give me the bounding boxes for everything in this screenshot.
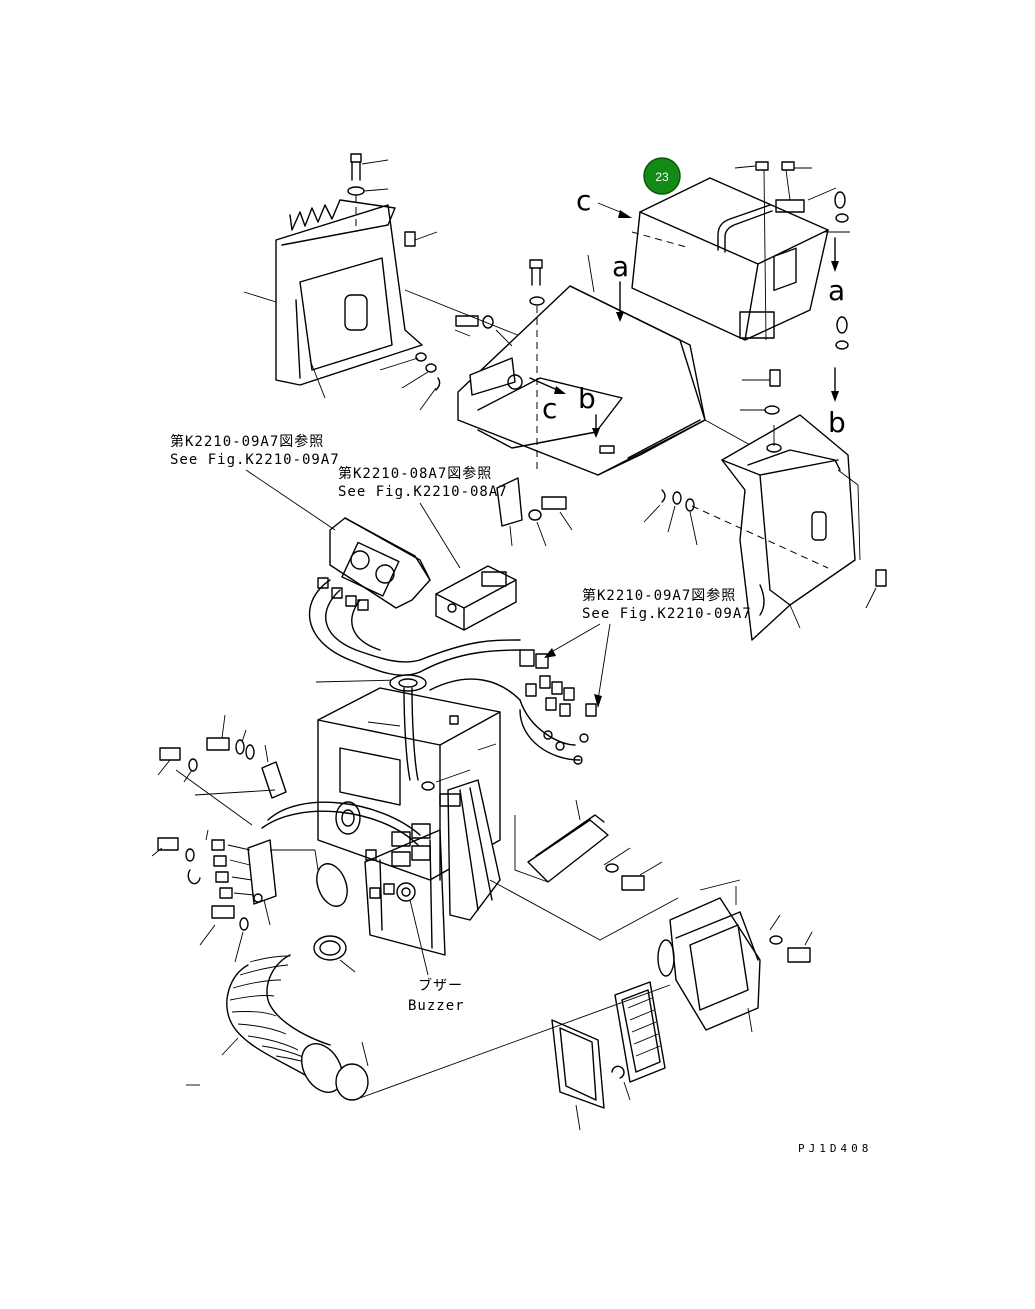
badge: 23	[643, 157, 681, 195]
callout-letter-a-mid: a	[612, 250, 629, 283]
flex-hose	[186, 863, 369, 1101]
right-side-cover	[643, 369, 887, 641]
main-housing	[317, 674, 501, 976]
drawing-code: PJ1D408	[798, 1142, 872, 1155]
left-bolt-cluster	[151, 714, 421, 963]
reference-leaders	[544, 623, 611, 708]
filter-housing	[359, 769, 813, 1131]
callout-letter-b-right: b	[828, 406, 846, 439]
top-right-box-cover	[597, 161, 850, 402]
callout-letter-b-mid: b	[578, 382, 596, 415]
ref2-english: See Fig.K2210-08A7	[338, 484, 508, 500]
controller-box	[419, 502, 517, 631]
ref3-english: See Fig.K2210-09A7	[582, 606, 752, 622]
callout-letter-c-mid: c	[542, 392, 557, 425]
badge-number: 23	[655, 170, 669, 184]
callout-letter-c-top: c	[576, 184, 591, 217]
buzzer-label-japanese: ブザー	[418, 977, 463, 994]
wiring-harness	[308, 577, 597, 765]
ref2-japanese: 第K2210-08A7図参照	[338, 465, 492, 482]
ref1-english: See Fig.K2210-09A7	[170, 452, 340, 468]
buzzer-label-english: Buzzer	[408, 998, 465, 1014]
left-side-cover	[243, 153, 531, 411]
callout-letter-a-right: a	[828, 274, 845, 307]
monitor-panel	[245, 469, 431, 609]
center-top-console	[454, 254, 753, 547]
badge-circle	[643, 157, 681, 195]
ref1-japanese: 第K2210-09A7図参照	[170, 433, 324, 450]
ref3-japanese: 第K2210-09A7図参照	[582, 587, 736, 604]
